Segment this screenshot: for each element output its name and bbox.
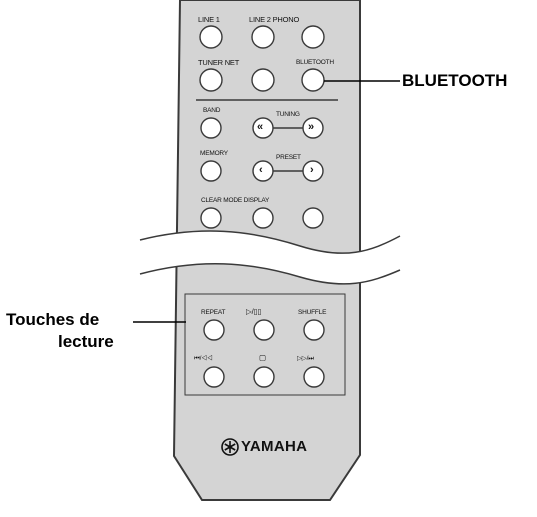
label-tuning: TUNING <box>276 111 300 118</box>
chevron-right-icon: › <box>310 164 314 176</box>
prev-button <box>203 366 225 388</box>
clear-button <box>200 207 222 229</box>
label-next: ▷▷/⏭ <box>297 355 314 362</box>
preset-down-button <box>252 160 274 182</box>
line1-button <box>199 25 223 49</box>
tuning-down-button <box>252 117 274 139</box>
label-preset: PRESET <box>276 154 301 161</box>
label-line1: LINE 1 <box>198 15 220 24</box>
fast-forward-icon: » <box>308 121 314 133</box>
line2-button <box>251 25 275 49</box>
label-stop: ▢ <box>259 353 266 362</box>
playback-group-box <box>184 293 346 396</box>
shuffle-button <box>303 319 325 341</box>
band-button <box>200 117 222 139</box>
callout-playback-line2: lecture <box>58 332 114 351</box>
label-prev: ⏮/◁◁ <box>194 355 213 362</box>
tuning-up-button <box>302 117 324 139</box>
wave-line-top <box>139 230 401 254</box>
wave-line-bottom <box>139 262 401 285</box>
play-pause-button <box>253 319 275 341</box>
memory-button <box>200 160 222 182</box>
net-button <box>251 68 275 92</box>
preset-up-button <box>302 160 324 182</box>
label-clear-mode-display: CLEAR MODE DISPLAY <box>201 197 270 204</box>
tuner-button <box>199 68 223 92</box>
next-button <box>303 366 325 388</box>
mode-button <box>252 207 274 229</box>
phono-button <box>301 25 325 49</box>
wave-break <box>140 231 400 284</box>
label-bluetooth: BLUETOOTH <box>296 59 334 66</box>
stop-button <box>253 366 275 388</box>
label-play-pause: ▷/▯▯ <box>246 307 262 316</box>
rewind-icon: « <box>257 121 263 133</box>
label-shuffle: SHUFFLE <box>298 309 327 316</box>
display-button <box>302 207 324 229</box>
yamaha-logo: YAMAHA <box>241 438 308 455</box>
label-tuner-net: TUNER NET <box>198 58 240 67</box>
label-memory: MEMORY <box>200 150 228 157</box>
yamaha-emblem-icon <box>221 438 239 456</box>
callout-bluetooth: BLUETOOTH <box>402 71 508 90</box>
label-band: BAND <box>203 107 221 114</box>
callout-playback-line1: Touches de <box>6 310 100 329</box>
label-repeat: REPEAT <box>201 309 226 316</box>
repeat-button <box>203 319 225 341</box>
bluetooth-button <box>301 68 325 92</box>
label-line2-phono: LINE 2 PHONO <box>249 15 300 24</box>
chevron-left-icon: ‹ <box>259 164 263 176</box>
